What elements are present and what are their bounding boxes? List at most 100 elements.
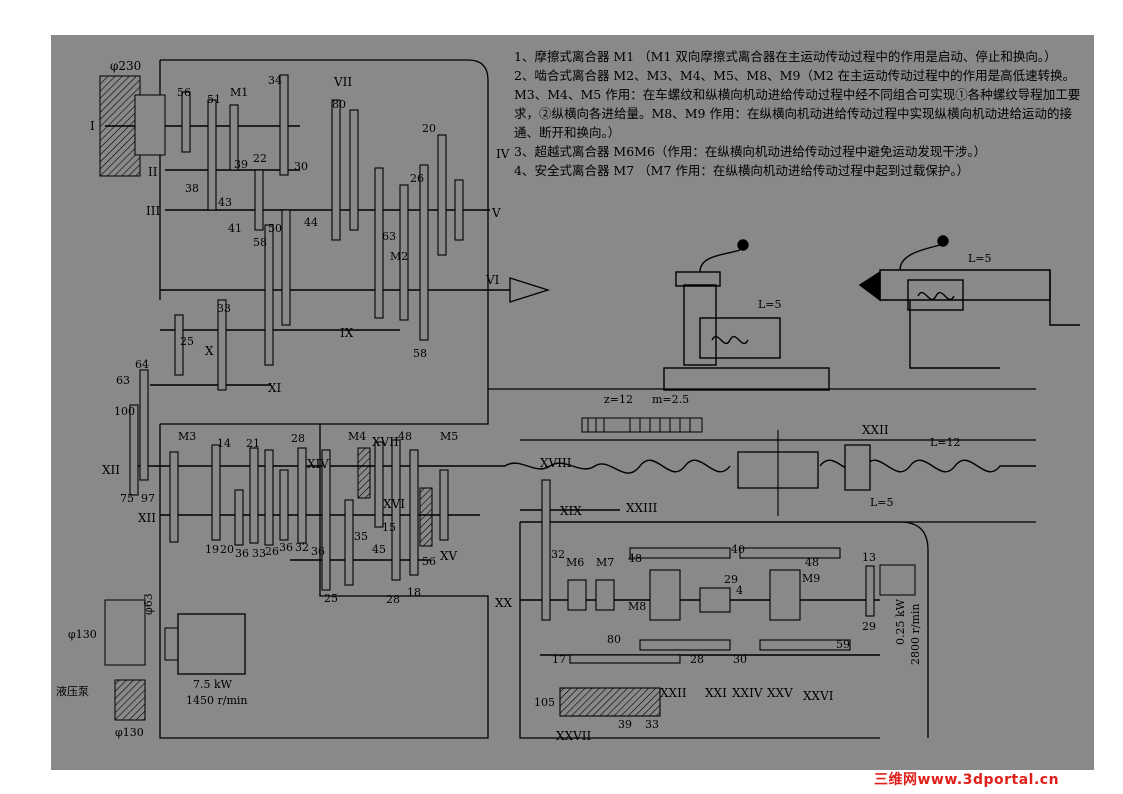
pulley-63-label: φ63 bbox=[142, 593, 155, 615]
gear-number: 25 bbox=[324, 592, 338, 605]
shaft-XXIV-label: XXIV bbox=[732, 686, 763, 700]
shaft-III-label: III bbox=[146, 204, 160, 218]
gear-number: 28 bbox=[291, 432, 305, 445]
gear-number: 39 bbox=[234, 158, 248, 171]
gear-number: 38 bbox=[185, 182, 199, 195]
gear-number: 4 bbox=[736, 584, 743, 597]
gear-number: 45 bbox=[372, 543, 386, 556]
pulley-230-label: φ230 bbox=[110, 59, 141, 73]
clutch-M8-label: M8 bbox=[628, 600, 646, 613]
gear-number: 36 bbox=[311, 545, 325, 558]
gear-number: 30 bbox=[294, 160, 308, 173]
shaft-XXVII-label: XXVII bbox=[556, 729, 591, 743]
shaft-XXII-label: XXII bbox=[862, 423, 889, 437]
pulley-130a-label: φ130 bbox=[68, 628, 97, 641]
note-3: 3、超越式离合器 M6M6（作用：在纵横向机动进给传动过程中避免运动发现干涉。） bbox=[514, 144, 987, 159]
half-nut-label: L=5 bbox=[870, 496, 894, 509]
gear-number: 20 bbox=[422, 122, 436, 135]
shaft-XVIII-label: XVIII bbox=[540, 456, 572, 470]
shaft-IX-label: IX bbox=[340, 326, 354, 340]
gear-number: 64 bbox=[135, 358, 149, 371]
watermark: 三维网www.3dportal.cn bbox=[874, 772, 1060, 788]
gear-number: 20 bbox=[220, 543, 234, 556]
half-nut bbox=[844, 444, 871, 491]
pump-label: 液压泵 bbox=[56, 684, 89, 698]
gear-number: 105 bbox=[534, 696, 555, 709]
gear-number: 15 bbox=[382, 521, 396, 534]
gear-number: 39 bbox=[618, 718, 632, 731]
note-1: 1、摩擦式离合器 M1 （M1 双向摩擦式离合器在主运动传动过程中的作用是启动、… bbox=[514, 49, 1057, 64]
shaft-XVI-label: XVI bbox=[383, 497, 405, 511]
shaft-XII-label: XII bbox=[102, 463, 120, 477]
gear-number: 56 bbox=[177, 86, 191, 99]
gear-number: 29 bbox=[862, 620, 876, 633]
gear-number: 58 bbox=[413, 347, 427, 360]
shaft-XXI-label: XXI bbox=[705, 686, 727, 700]
motor-main-speed: 1450 r/min bbox=[186, 694, 248, 707]
shaft-XXIII-label: XXIII bbox=[626, 501, 658, 515]
rack-m-label: m=2.5 bbox=[652, 393, 689, 406]
shaft-XXII-b-label: XXII bbox=[660, 686, 687, 700]
notes-block: 1、摩擦式离合器 M1 （M1 双向摩擦式离合器在主运动传动过程中的作用是启动、… bbox=[514, 47, 1092, 180]
gear-number: 63 bbox=[382, 230, 396, 243]
shaft-XXVI-label: XXVI bbox=[803, 689, 834, 703]
clutch-M6-label: M6 bbox=[566, 556, 584, 569]
gear-number: 32 bbox=[295, 541, 309, 554]
gear-number: 48 bbox=[805, 556, 819, 569]
gear-number: 48 bbox=[398, 430, 412, 443]
gear-number: 59 bbox=[836, 638, 850, 651]
note-2: 2、啮合式离合器 M2、M3、M4、M5、M8、M9（M2 在主运动传动过程中的… bbox=[514, 68, 1081, 140]
gear-number: 63 bbox=[116, 374, 130, 387]
shaft-VII-label: VII bbox=[333, 75, 352, 89]
gear-number: 43 bbox=[218, 196, 232, 209]
gear-number: 25 bbox=[180, 335, 194, 348]
gear-number: 51 bbox=[207, 93, 221, 106]
gear-number: 50 bbox=[268, 222, 282, 235]
gear-number: 100 bbox=[114, 405, 135, 418]
clutch-M4-label: M4 bbox=[348, 430, 366, 443]
gear-number: 33 bbox=[217, 302, 231, 315]
gear-number: 44 bbox=[304, 216, 318, 229]
shaft-V-label: V bbox=[491, 206, 501, 220]
gear-number: 22 bbox=[253, 152, 267, 165]
shaft-XIX-label: XIX bbox=[560, 504, 582, 518]
rapid-motor bbox=[879, 564, 916, 596]
gear-number: 34 bbox=[268, 74, 282, 87]
gear-number: 48 bbox=[628, 552, 642, 565]
gear-number: 26 bbox=[265, 545, 279, 558]
gear-number: 26 bbox=[410, 172, 424, 185]
gear-number: 33 bbox=[645, 718, 659, 731]
motor-main-power: 7.5 kW bbox=[193, 678, 233, 691]
gear-number: 41 bbox=[228, 222, 242, 235]
pump bbox=[114, 679, 146, 721]
shaft-VI-label: VI bbox=[485, 273, 500, 287]
gear-number: 80 bbox=[332, 98, 346, 111]
diagram-canvas bbox=[51, 35, 1094, 770]
crossslide-label: L=5 bbox=[758, 298, 782, 311]
clutch-M5-label: M5 bbox=[440, 430, 458, 443]
gear-number: 80 bbox=[607, 633, 621, 646]
clutch-M5 bbox=[419, 487, 433, 547]
gear-number: 17 bbox=[552, 653, 566, 666]
clutch-M3-label: M3 bbox=[178, 430, 196, 443]
gear-number: 32 bbox=[551, 548, 565, 561]
gear-number: 75 bbox=[120, 492, 134, 505]
pulley-130b-label: φ130 bbox=[115, 726, 144, 739]
gear-number: 19 bbox=[205, 543, 219, 556]
clutch-M2-label: M2 bbox=[390, 250, 408, 263]
gear-number-labels: 56 51 34 39 22 38 43 41 58 50 30 80 44 2… bbox=[114, 74, 876, 731]
motor-rapid-power: 0.25 kW bbox=[894, 598, 907, 645]
gear-number: 33 bbox=[252, 547, 266, 560]
shaft-XVII-label: XVII bbox=[372, 435, 399, 449]
pulley-230 bbox=[99, 75, 166, 177]
gear-number: 36 bbox=[279, 541, 293, 554]
gear-number: 29 bbox=[724, 573, 738, 586]
gear-number: 56 bbox=[422, 555, 436, 568]
clutch-M7-label: M7 bbox=[596, 556, 614, 569]
shaft-II-label: II bbox=[148, 165, 158, 179]
main-motor bbox=[164, 613, 246, 675]
gear-number: 35 bbox=[354, 530, 368, 543]
motor-rapid-speed: 2800 r/min bbox=[909, 604, 922, 666]
spindle-centre bbox=[509, 277, 551, 303]
